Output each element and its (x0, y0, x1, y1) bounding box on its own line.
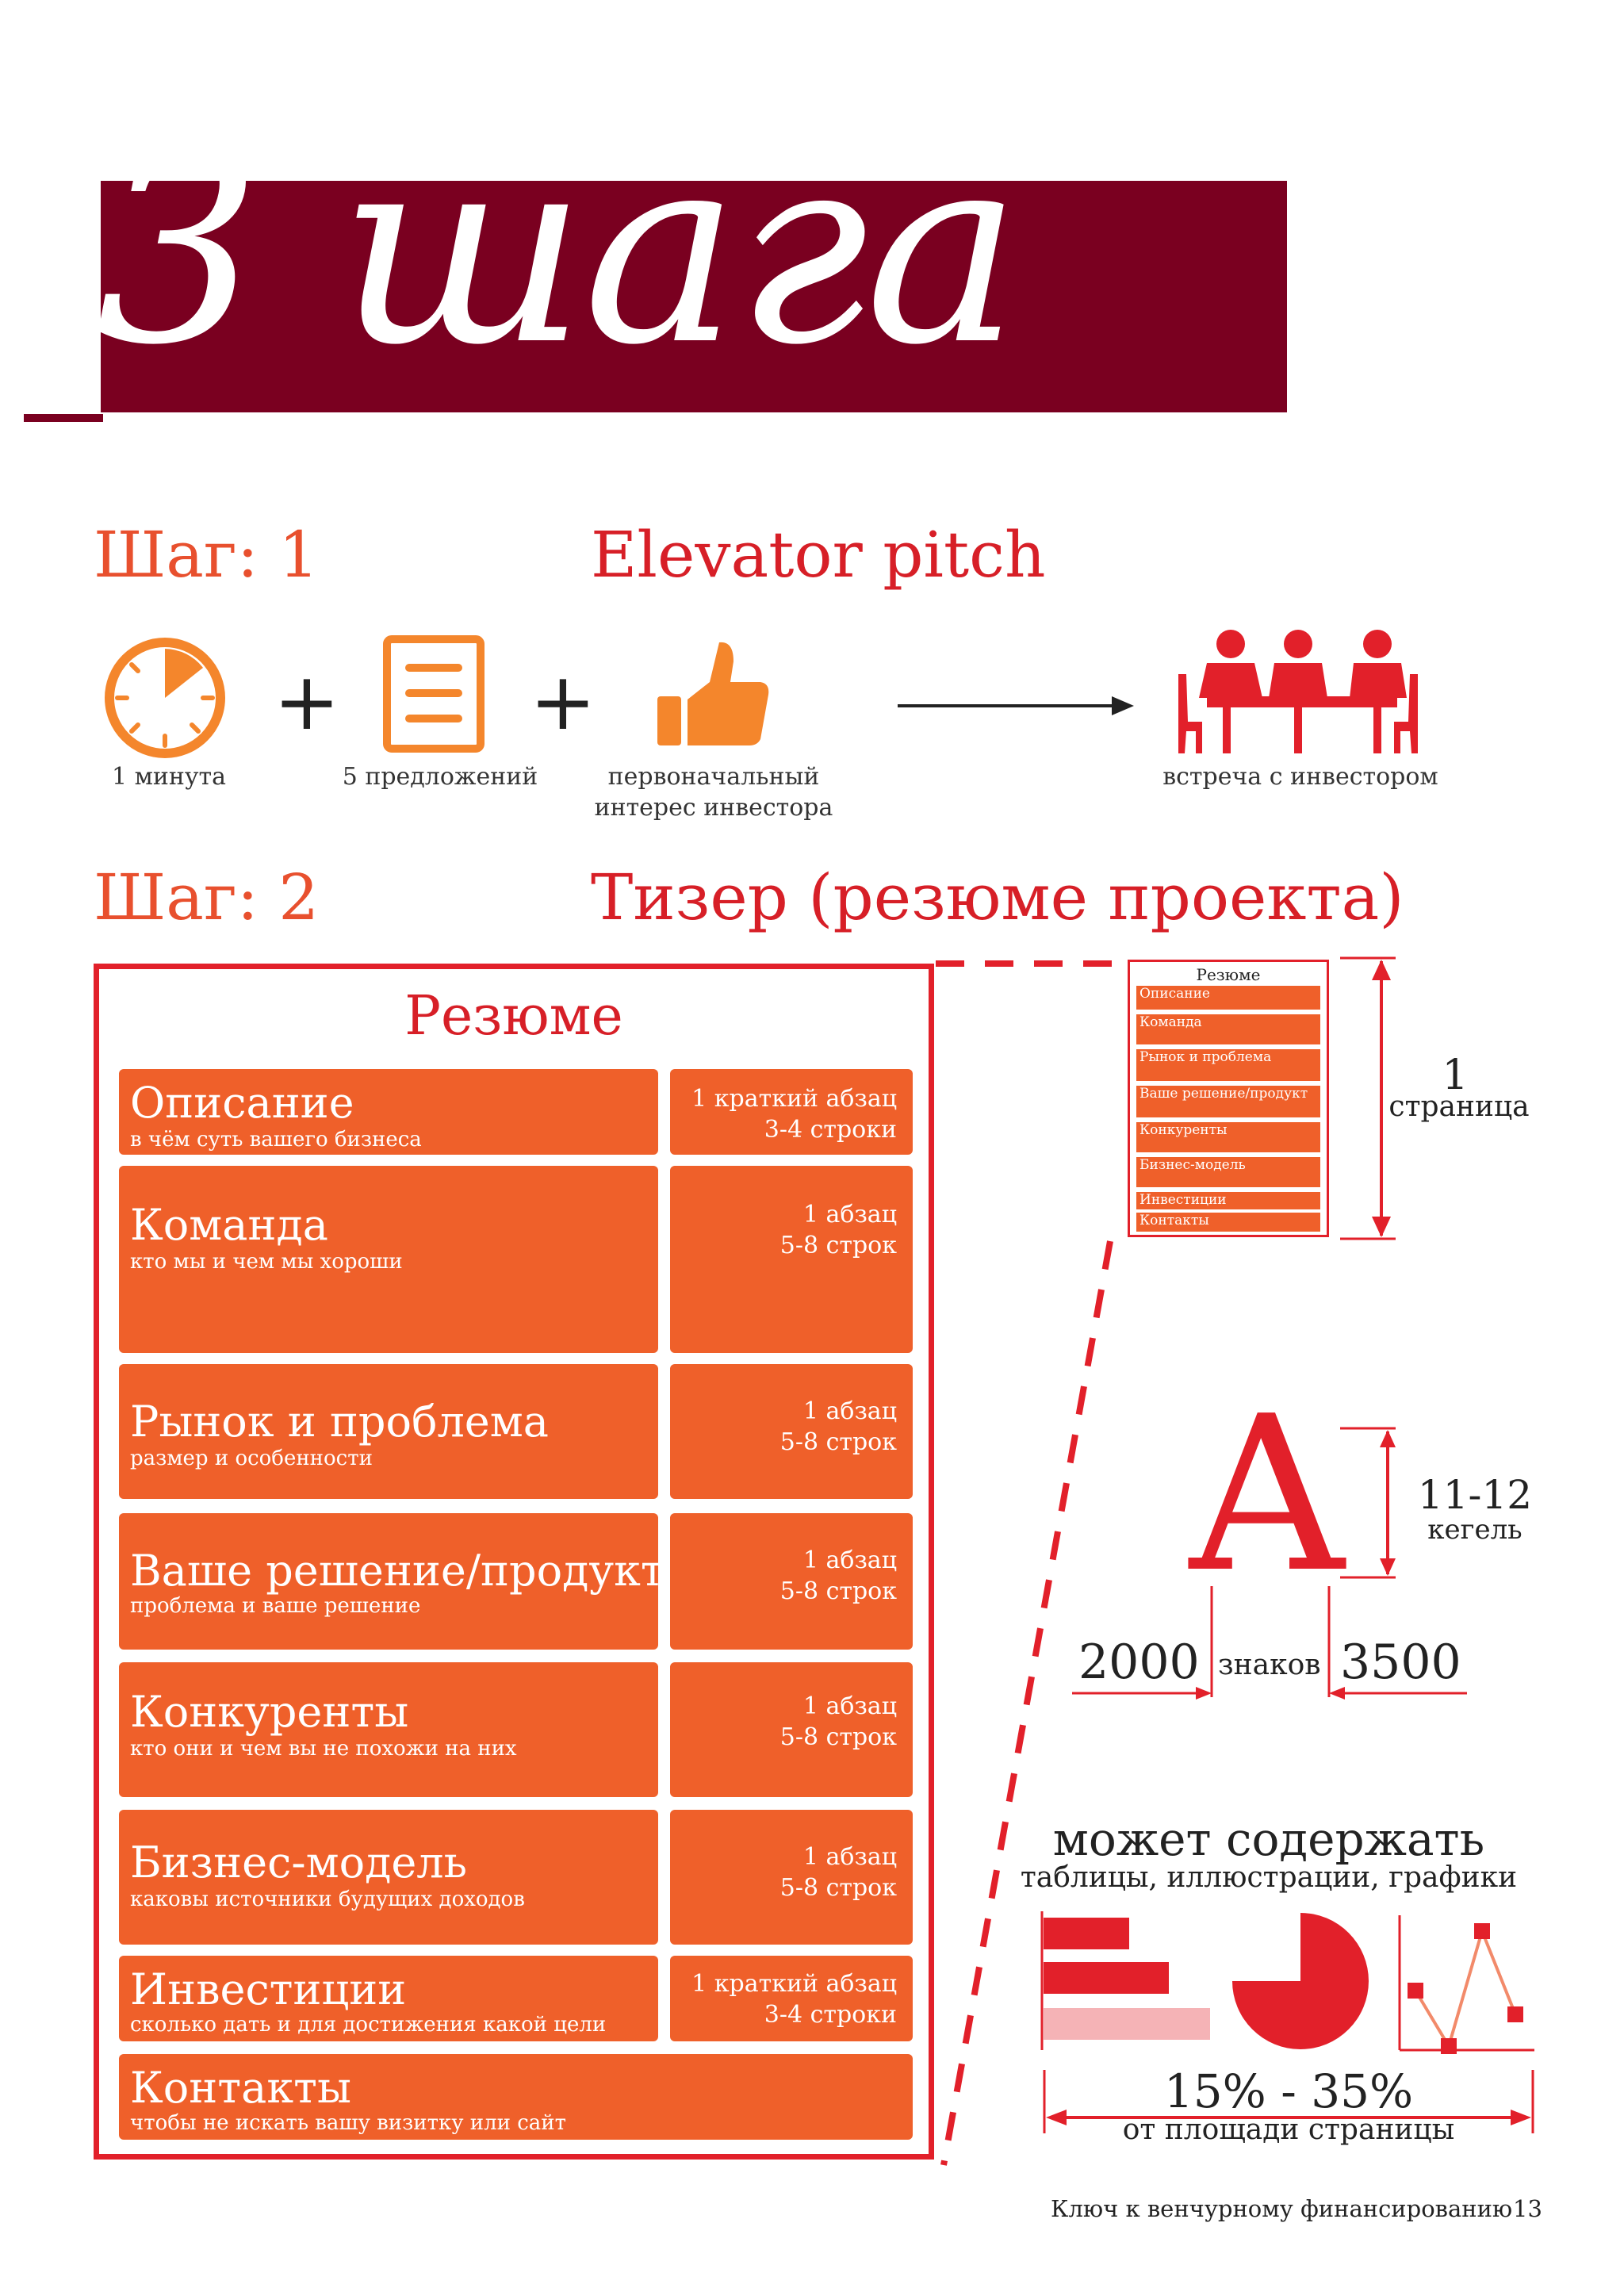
title-underline (24, 414, 103, 422)
section-length-text: 1 абзац 5-8 строк (779, 1692, 897, 1751)
arrow-icon (898, 696, 1134, 715)
plus-sign: + (530, 655, 596, 748)
section-length: 1 абзац 5-8 строк (670, 1166, 913, 1353)
resume-section: Команда кто мы и чем мы хороши (119, 1166, 658, 1353)
section-description: каковы источники будущих доходов (130, 1888, 525, 1911)
mini-row: Описание (1136, 986, 1320, 1010)
page-number: 13 (1513, 2195, 1542, 2222)
caption-meeting: встреча с инвестором (1162, 763, 1438, 791)
section-description: кто они и чем вы не похожи на них (130, 1737, 517, 1761)
width-measure-icon (1043, 2070, 1534, 2133)
chars-max: 3500 (1340, 1635, 1461, 1690)
section-length: 1 краткий абзац 3-4 строки (670, 1069, 913, 1155)
font-size-label: кегель (1427, 1514, 1522, 1546)
chars-min: 2000 (1078, 1635, 1200, 1690)
section-length-text: 1 абзац 5-8 строк (779, 1546, 897, 1605)
section-description: проблема и ваше решение (130, 1594, 421, 1618)
resume-section: Конкуренты кто они и чем вы не похожи на… (119, 1662, 658, 1797)
section-name: Рынок и проблема (130, 1397, 549, 1447)
section-name: Ваше решение/продукт (130, 1546, 665, 1596)
document-icon (383, 635, 485, 753)
mini-page: Резюме Описание Команда Рынок и проблема… (1128, 960, 1329, 1237)
section-length-text: 1 абзац 5-8 строк (779, 1201, 897, 1259)
resume-section: Инвестиции сколько дать и для достижения… (119, 1956, 658, 2041)
share-value: 15% - 35% (1163, 2064, 1414, 2118)
caption-interest: первоначальный интерес инвестора (594, 763, 833, 822)
line-chart-icon (1398, 1915, 1534, 2054)
visuals-heading: может содержать (1052, 1812, 1485, 1866)
mini-row: Рынок и проблема (1136, 1049, 1320, 1081)
section-length-text: 1 абзац 5-8 строк (779, 1397, 897, 1456)
chars-measure-icon (1072, 1586, 1467, 1700)
visuals-sub: таблицы, иллюстрации, графики (1020, 1861, 1518, 1894)
page-title: 3 шага (95, 98, 1021, 402)
font-size-measure-icon (1340, 1427, 1396, 1579)
resume-section: Бизнес-модель каковы источники будущих д… (119, 1810, 658, 1945)
footer-title: Ключ к венчурному финансированию (1051, 2195, 1513, 2222)
thumbs-up-icon (657, 642, 769, 745)
section-length: 1 абзац 5-8 строк (670, 1810, 913, 1945)
resume-section: Контакты чтобы не искать вашу визитку ил… (119, 2054, 913, 2140)
font-size-value: 11-12 (1417, 1472, 1533, 1518)
section-name: Команда (130, 1200, 328, 1250)
section-length: 1 абзац 5-8 строк (670, 1364, 913, 1499)
section-name: Инвестиции (130, 1964, 407, 2014)
font-glyph: A (1189, 1370, 1344, 1619)
height-measure-icon (1340, 956, 1396, 1240)
caption-sentences: 5 предложений (342, 763, 538, 791)
section-description: чтобы не искать вашу визитку или сайт (130, 2111, 567, 2135)
mini-row: Контакты (1136, 1213, 1320, 1232)
pages-value: 1 (1442, 1052, 1469, 1099)
mini-page-title: Резюме (1196, 965, 1261, 984)
section-name: Описание (130, 1078, 354, 1128)
title-banner (101, 181, 1287, 412)
section-length: 1 абзац 5-8 строк (670, 1513, 913, 1650)
section-description: кто мы и чем мы хороши (130, 1250, 403, 1274)
mini-row: Ваше решение/продукт (1136, 1086, 1320, 1117)
chars-label: знаков (1218, 1649, 1321, 1681)
plus-sign: + (274, 655, 340, 748)
section-description: в чём суть вашего бизнеса (130, 1128, 422, 1152)
section-length-text: 1 краткий абзац 3-4 строки (691, 1970, 897, 2029)
section-name: Контакты (130, 2063, 351, 2113)
pie-chart-icon (1232, 1913, 1369, 2049)
meeting-icon (1178, 630, 1418, 753)
section-length-text: 1 краткий абзац 3-4 строки (691, 1085, 897, 1144)
section-length: 1 абзац 5-8 строк (670, 1662, 913, 1797)
section-description: сколько дать и для достижения какой цели (130, 2013, 607, 2037)
caption-minute: 1 минута (111, 763, 227, 791)
pages-label: страница (1388, 1090, 1530, 1123)
section-name: Конкуренты (130, 1687, 409, 1737)
section-name: Бизнес-модель (130, 1838, 467, 1888)
section-description: размер и особенности (130, 1447, 373, 1470)
mini-row: Бизнес-модель (1136, 1157, 1320, 1187)
step1-label: Шаг: 1 (94, 518, 320, 592)
resume-title: Резюме (404, 985, 623, 1048)
step1-name: Elevator pitch (591, 518, 1046, 592)
section-length-text: 1 абзац 5-8 строк (779, 1843, 897, 1902)
mini-row: Команда (1136, 1014, 1320, 1044)
resume-section: Рынок и проблема размер и особенности (119, 1364, 658, 1499)
step2-label: Шаг: 2 (94, 860, 320, 934)
section-length: 1 краткий абзац 3-4 строки (670, 1956, 913, 2041)
bar-chart-icon (1040, 1911, 1210, 2050)
mini-row: Инвестиции (1136, 1192, 1320, 1209)
step2-name: Тизер (резюме проекта) (591, 860, 1404, 934)
resume-section: Ваше решение/продукт проблема и ваше реш… (119, 1513, 665, 1650)
clock-icon (105, 638, 225, 758)
share-label: от площади страницы (1122, 2114, 1455, 2146)
resume-section: Описание в чём суть вашего бизнеса (119, 1069, 658, 1155)
mini-row: Конкуренты (1136, 1122, 1320, 1152)
